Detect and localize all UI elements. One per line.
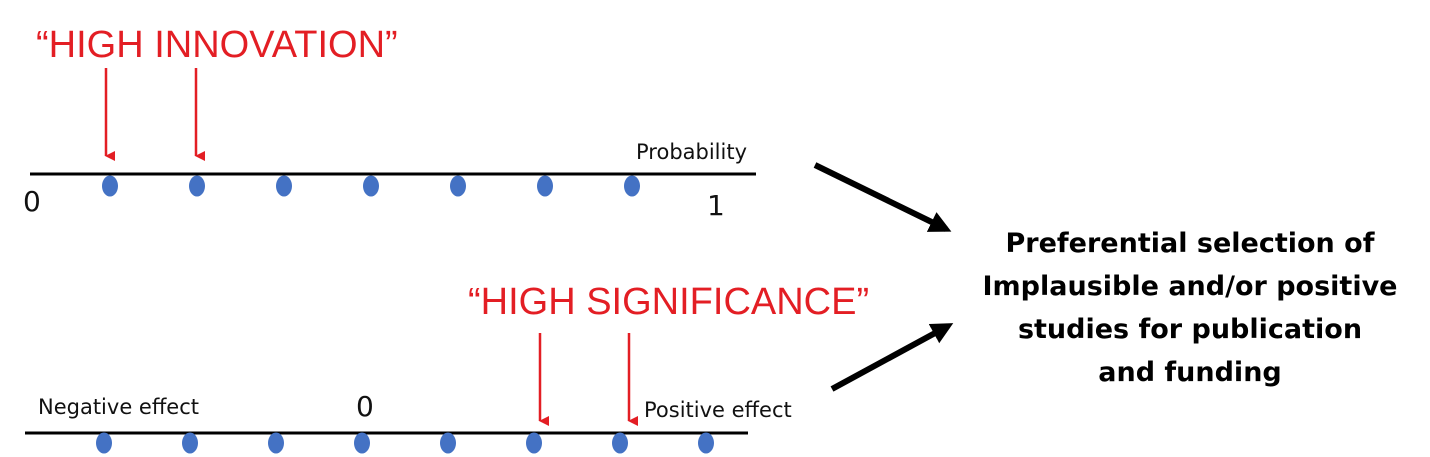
negative-effect-label: Negative effect bbox=[38, 395, 200, 419]
top-to-result-arrow bbox=[813, 162, 952, 232]
probability-dot-6 bbox=[537, 175, 553, 197]
effect-dot-1 bbox=[96, 432, 112, 454]
probability-dot-7 bbox=[624, 175, 640, 197]
high-significance-label: “HIGH SIGNIFICANCE” bbox=[468, 281, 870, 323]
positive-effect-label: Positive effect bbox=[644, 398, 792, 422]
probability-label: Probability bbox=[636, 140, 748, 164]
probability-dot-3 bbox=[276, 175, 292, 197]
high-innovation-label: “HIGH INNOVATION” bbox=[36, 24, 398, 66]
result-line-3: studies for publication bbox=[1017, 314, 1363, 345]
result-line-4: and funding bbox=[1098, 357, 1282, 388]
result-line-1: Preferential selection of bbox=[1005, 228, 1375, 259]
effect-zero-label: 0 bbox=[356, 390, 374, 423]
probability-min-label: 0 bbox=[23, 185, 41, 218]
effect-dot-5 bbox=[440, 432, 456, 454]
bottom-to-result-arrow bbox=[830, 323, 954, 392]
effect-dot-4 bbox=[354, 432, 370, 454]
probability-dots bbox=[102, 175, 640, 197]
probability-dot-4 bbox=[363, 175, 379, 197]
probability-dot-1 bbox=[102, 175, 118, 197]
probability-dot-5 bbox=[450, 175, 466, 197]
result-line-2: Implausible and/or positive bbox=[982, 271, 1398, 302]
effect-dot-7 bbox=[612, 432, 628, 454]
probability-max-label: 1 bbox=[707, 189, 725, 222]
effect-dot-2 bbox=[182, 432, 198, 454]
effect-dots bbox=[96, 432, 714, 454]
effect-dot-8 bbox=[698, 432, 714, 454]
effect-dot-3 bbox=[268, 432, 284, 454]
effect-dot-6 bbox=[526, 432, 542, 454]
result-statement: Preferential selection of Implausible an… bbox=[960, 222, 1420, 394]
probability-dot-2 bbox=[189, 175, 205, 197]
